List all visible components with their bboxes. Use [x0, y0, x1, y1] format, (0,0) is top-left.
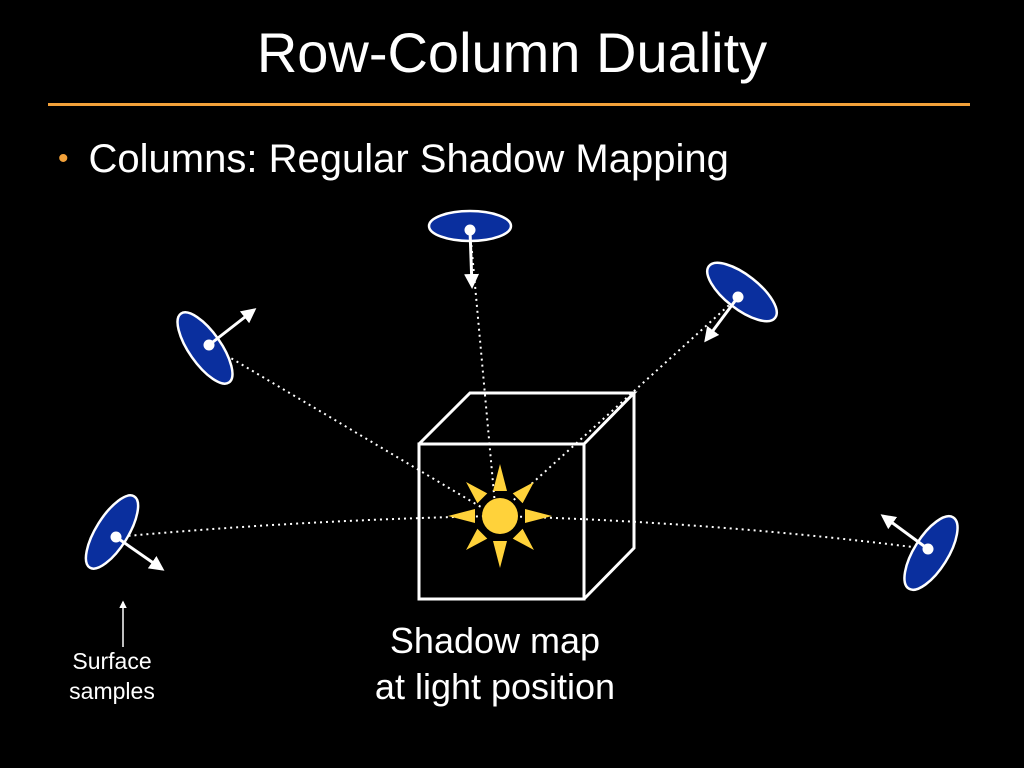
bullet-dot-icon: • — [58, 142, 69, 175]
cube-front-face — [417, 442, 586, 601]
caption-line-2: at light position — [374, 666, 616, 707]
ray-top — [469, 229, 497, 517]
ray-right — [495, 515, 929, 550]
cube-side-face — [582, 393, 636, 601]
sun-icon — [448, 464, 552, 568]
bullet-text: Columns: Regular Shadow Mapping — [88, 136, 729, 181]
surface-sample-top — [427, 209, 513, 289]
shadow-map-caption: Shadow map at light position — [330, 618, 660, 710]
caption-line-1: Shadow map — [389, 620, 601, 661]
surface-sample-upper-left — [176, 308, 257, 385]
samples-caption-line-1: Surface — [72, 648, 152, 674]
ray-upper-right — [495, 296, 739, 517]
bullet-item: • Columns: Regular Shadow Mapping — [58, 134, 729, 184]
shadow-map-cube — [417, 391, 638, 601]
ray-left — [115, 515, 497, 538]
cube-top-face — [417, 391, 638, 446]
samples-caption-line-2: samples — [69, 678, 155, 704]
title-divider — [48, 103, 970, 106]
surface-samples-caption: Surface samples — [52, 646, 172, 706]
light-rays — [115, 229, 929, 550]
surface-sample-left — [84, 494, 165, 571]
ray-upper-left — [208, 344, 497, 517]
surface-sample-upper-right — [704, 261, 778, 343]
slide-title: Row-Column Duality — [256, 21, 768, 84]
surface-sample-right — [880, 514, 959, 591]
